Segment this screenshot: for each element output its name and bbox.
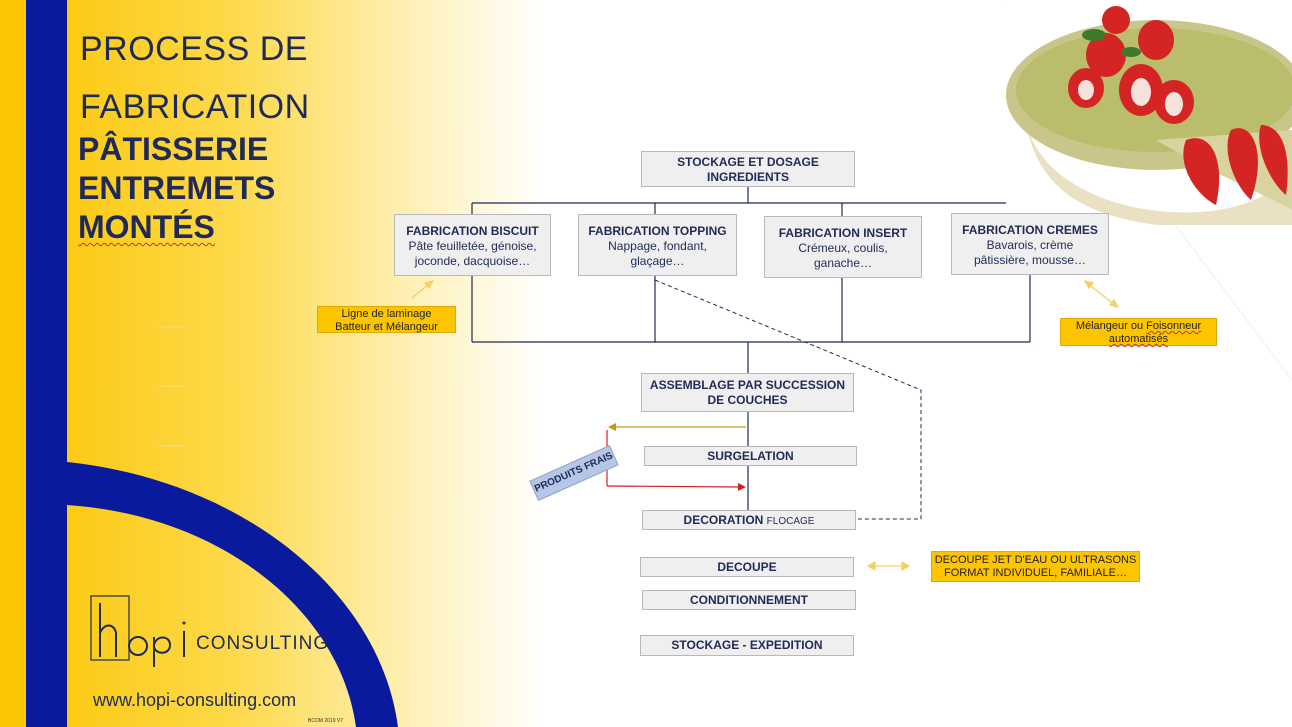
subtitle-line-1: PÂTISSERIE: [78, 131, 269, 167]
cake-image: [1006, 0, 1292, 226]
subtitle-line-2: ENTREMETS: [78, 170, 276, 206]
left-blue-band: [26, 0, 67, 727]
logo-consulting-text: CONSULTING: [196, 633, 330, 654]
decoration-box: DECORATION FLOCAGE: [642, 510, 856, 530]
arrow-in: [606, 485, 741, 488]
conditionnement-box: CONDITIONNEMENT: [642, 590, 856, 610]
main-title: PROCESS DE FABRICATION: [80, 20, 310, 136]
subtitle-line-3: MONTÉS: [78, 209, 215, 245]
blue-arc: [67, 462, 398, 727]
insert-box: FABRICATION INSERT Crémeux, coulis, gana…: [764, 216, 922, 278]
tree-connectors: [471, 187, 1031, 510]
faint-arrows: [158, 326, 186, 447]
biscuit-box: FABRICATION BISCUIT Pâte feuilletée, gén…: [394, 214, 551, 276]
version-tag: BCOM 2019 V7: [308, 718, 344, 724]
website-url: www.hopi-consulting.com: [93, 690, 297, 710]
subtitle: PÂTISSERIE ENTREMETS MONTÉS: [78, 130, 275, 247]
title-line-1: PROCESS DE: [80, 30, 308, 68]
assemblage-box: ASSEMBLAGE PAR SUCCESSION DE COUCHES: [641, 373, 854, 412]
note-laminage: Ligne de laminage Batteur et Mélangeur: [317, 306, 456, 333]
cremes-box: FABRICATION CREMES Bavarois, crème pâtis…: [951, 213, 1109, 275]
topping-dashed-link: [654, 279, 922, 520]
decoupe-box: DECOUPE: [640, 557, 854, 577]
topping-box: FABRICATION TOPPING Nappage, fondant, gl…: [578, 214, 737, 276]
title-line-2: FABRICATION: [80, 88, 310, 126]
note-decoupe: DECOUPE JET D'EAU OU ULTRASONS FORMAT IN…: [931, 551, 1140, 582]
note-melangeur: Mélangeur ou Foisonneur automatisés: [1060, 318, 1217, 346]
surgelation-box: SURGELATION: [644, 446, 857, 466]
stockage-expedition-box: STOCKAGE - EXPEDITION: [640, 635, 854, 656]
hopi-logo: [90, 595, 186, 667]
stockage-dosage-box: STOCKAGE ET DOSAGE INGREDIENTS: [641, 151, 855, 187]
